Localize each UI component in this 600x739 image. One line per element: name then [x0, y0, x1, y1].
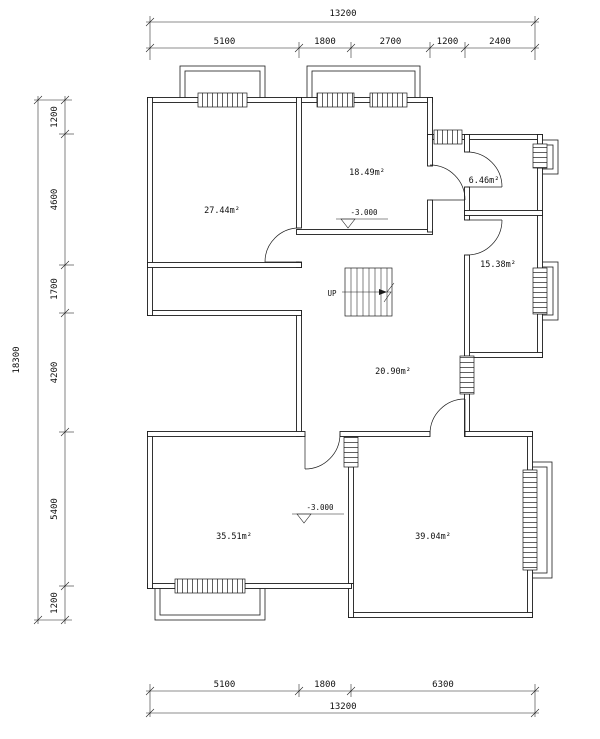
stairs: UP: [327, 267, 395, 317]
stair-arrowhead-icon: [379, 289, 387, 295]
window-icon: [522, 469, 538, 571]
elevation-label: -3.000: [350, 208, 378, 217]
elevation-triangle-icon: [296, 513, 312, 524]
stair-break-icon: [383, 282, 395, 303]
elevation-label: -3.000: [306, 503, 334, 512]
room-area-label: 35.51m²: [216, 532, 252, 542]
door-icon: [466, 151, 503, 188]
dim-left-segment-label: 1200: [50, 106, 60, 128]
dim-top-segment-label: 2400: [489, 37, 511, 47]
elevation-marker-lower: -3.000: [292, 503, 344, 524]
window-icon: [174, 578, 246, 594]
dim-left-segment-label: 4200: [50, 362, 60, 384]
room-labels: 27.44m² 18.49m² 6.46m² 15.38m² 20.90m² 3…: [204, 168, 516, 542]
dim-top-total-label: 13200: [329, 9, 356, 19]
dim-bottom-segment-label: 5100: [214, 680, 236, 690]
dim-top-segment-label: 1200: [437, 37, 459, 47]
dim-left-segment-label: 1700: [50, 278, 60, 300]
dim-left-segment-label: 5400: [50, 498, 60, 520]
door-icon: [304, 433, 341, 470]
dim-top-segment-label: 1800: [314, 37, 336, 47]
door-icon: [264, 227, 300, 263]
door-icon: [429, 164, 466, 201]
window-icon: [459, 355, 475, 395]
room-area-label: 27.44m²: [204, 206, 240, 216]
dim-top-segment-label: 2700: [380, 37, 402, 47]
dimension-bottom: 5100 1800 6300 13200: [145, 680, 540, 718]
dim-bottom-segment-label: 6300: [432, 680, 454, 690]
room-area-label: 18.49m²: [349, 168, 385, 178]
door-icon: [429, 398, 466, 435]
dim-bottom-total-label: 13200: [329, 702, 356, 712]
dim-bottom-segment-label: 1800: [314, 680, 336, 690]
window-icon: [532, 267, 548, 315]
window-icon: [532, 143, 548, 169]
elevation-triangle-icon: [340, 218, 356, 229]
window-icon: [316, 92, 355, 108]
walls: [147, 97, 543, 618]
dim-left-segment-label: 4600: [50, 189, 60, 211]
doors: [264, 151, 503, 470]
room-area-label: 6.46m²: [469, 176, 500, 186]
room-area-label: 15.38m²: [480, 260, 516, 270]
dim-top-segment-label: 5100: [214, 37, 236, 47]
dimension-left: 18300 1200 4600 1700 4200 5400 1200: [12, 95, 74, 625]
dim-left-segment-label: 1200: [50, 592, 60, 614]
window-icon: [197, 92, 248, 108]
room-area-label: 39.04m²: [415, 532, 451, 542]
window-icon: [343, 436, 359, 468]
room-area-label: 20.90m²: [375, 367, 411, 377]
dimension-ticks: [33, 95, 70, 625]
window-icon: [433, 129, 463, 145]
dimension-top: 13200 5100 1800 2700 1200 2400: [145, 9, 540, 60]
window-icon: [369, 92, 408, 108]
dim-left-total-label: 18300: [12, 346, 22, 373]
windows: [174, 92, 548, 594]
elevation-marker-upper: -3.000: [336, 208, 388, 229]
up-label: UP: [327, 289, 337, 298]
door-icon: [466, 219, 503, 256]
dimension-ticks: [145, 17, 540, 53]
